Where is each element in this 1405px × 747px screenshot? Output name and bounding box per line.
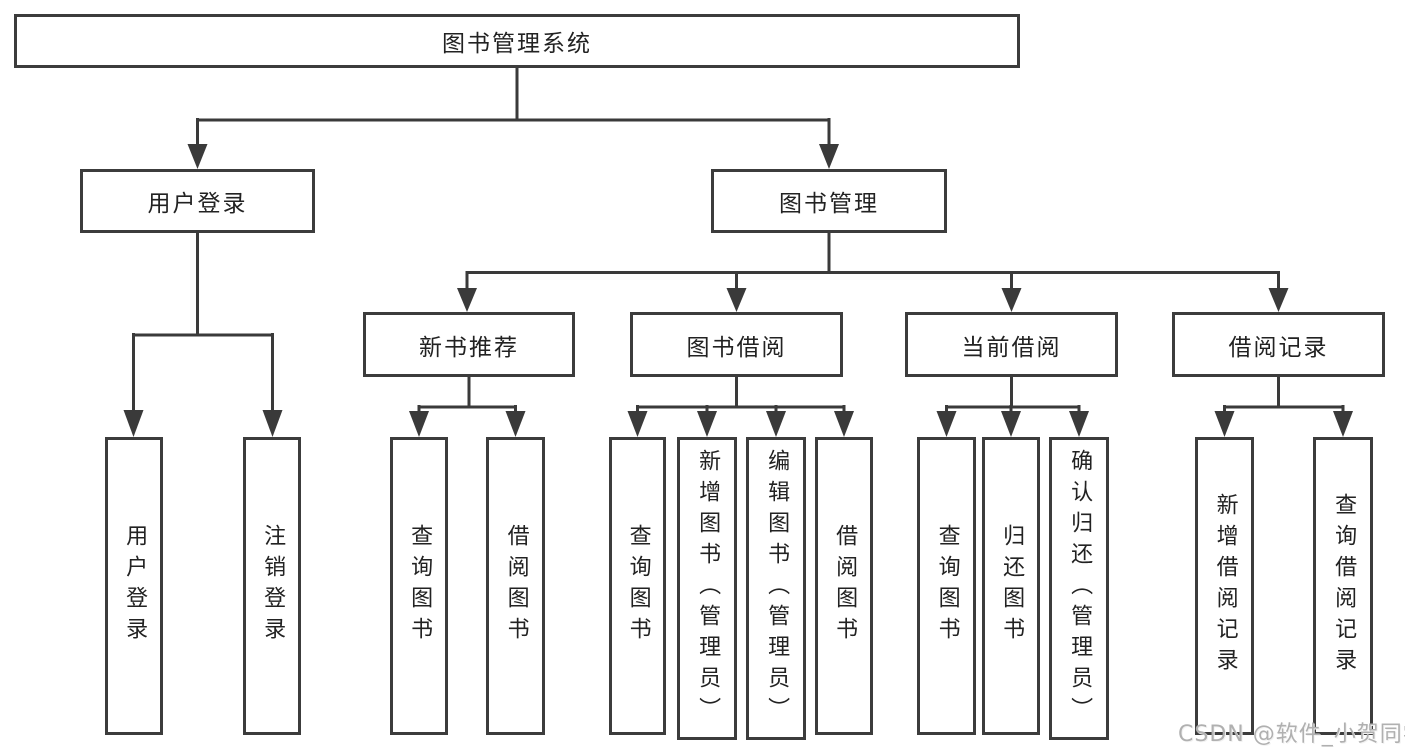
node-user-login-label: 用户登录	[147, 191, 248, 217]
node-current-borrow: 当前借阅	[905, 312, 1118, 377]
node-leaf-bb-add-book-admin-label: 新增图书（管理员）	[695, 449, 721, 728]
node-leaf-br-add-record-label: 新增借阅记录	[1212, 493, 1238, 679]
node-user-login: 用户登录	[80, 169, 315, 233]
node-leaf-bb-edit-book-admin-label: 编辑图书（管理员）	[764, 449, 790, 728]
node-leaf-cb-confirm-return-admin: 确认归还（管理员）	[1049, 437, 1109, 740]
node-root-label: 图书管理系统	[442, 31, 592, 57]
node-book-borrow-label: 图书借阅	[686, 334, 787, 361]
node-leaf-bb-query-book-label: 查询图书	[625, 524, 651, 648]
node-leaf-br-add-record: 新增借阅记录	[1195, 437, 1254, 735]
node-leaf-logout: 注销登录	[243, 437, 301, 735]
node-leaf-bb-edit-book-admin: 编辑图书（管理员）	[746, 437, 806, 740]
node-leaf-bb-query-book: 查询图书	[609, 437, 666, 735]
csdn-watermark: CSDN @软件_小贺同学	[1178, 722, 1405, 747]
node-leaf-bb-add-book-admin: 新增图书（管理员）	[677, 437, 737, 740]
node-new-book-recommend-label: 新书推荐	[419, 334, 519, 361]
node-leaf-rec-borrow-book-label: 借阅图书	[503, 524, 529, 648]
node-leaf-user-login-label: 用户登录	[122, 524, 148, 648]
node-leaf-cb-return-book: 归还图书	[982, 437, 1040, 735]
node-leaf-rec-borrow-book: 借阅图书	[486, 437, 545, 735]
node-leaf-cb-return-book-label: 归还图书	[999, 524, 1025, 648]
node-leaf-rec-query-book: 查询图书	[390, 437, 448, 735]
node-leaf-bb-borrow-book: 借阅图书	[815, 437, 873, 735]
node-root: 图书管理系统	[14, 14, 1020, 68]
node-leaf-br-query-record: 查询借阅记录	[1313, 437, 1373, 735]
node-leaf-bb-borrow-book-label: 借阅图书	[832, 524, 858, 648]
node-borrow-records-label: 借阅记录	[1228, 334, 1329, 361]
node-borrow-records: 借阅记录	[1172, 312, 1385, 377]
node-book-management-label: 图书管理	[779, 191, 879, 217]
node-leaf-cb-query-book: 查询图书	[917, 437, 976, 735]
node-new-book-recommend: 新书推荐	[363, 312, 575, 377]
node-leaf-logout-label: 注销登录	[260, 524, 286, 648]
node-book-management: 图书管理	[711, 169, 947, 233]
node-leaf-br-query-record-label: 查询借阅记录	[1331, 493, 1357, 679]
node-leaf-user-login: 用户登录	[105, 437, 163, 735]
node-current-borrow-label: 当前借阅	[961, 334, 1062, 361]
node-book-borrow: 图书借阅	[630, 312, 843, 377]
node-leaf-cb-query-book-label: 查询图书	[934, 524, 960, 648]
node-leaf-rec-query-book-label: 查询图书	[407, 524, 433, 648]
node-leaf-cb-confirm-return-admin-label: 确认归还（管理员）	[1067, 449, 1093, 728]
